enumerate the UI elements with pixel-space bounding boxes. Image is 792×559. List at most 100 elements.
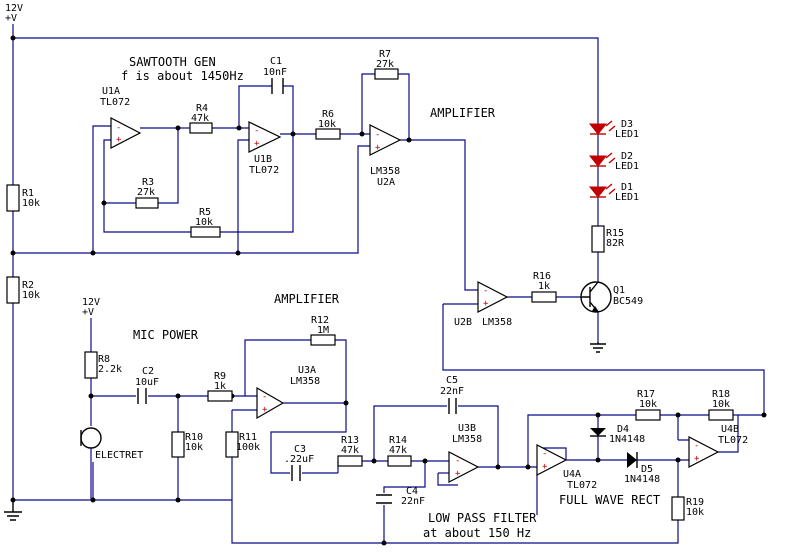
svg-text:+: + — [455, 469, 461, 479]
supply-voltage-label: 12V — [5, 3, 23, 14]
r10-ref: R10 — [185, 432, 203, 443]
resistor-r5: R5 10k — [190, 207, 221, 238]
c1-value: 10nF — [263, 67, 287, 78]
r1-value: 10k — [22, 198, 40, 209]
c2-value: 10uF — [135, 377, 159, 388]
supply-symbol-label: +V — [5, 13, 17, 24]
svg-text:+: + — [254, 139, 260, 149]
r11-ref: R11 — [239, 432, 257, 443]
u1a-ref: U1A — [102, 86, 120, 97]
mic-label: ELECTRET — [95, 450, 143, 461]
r6-ref: R6 — [322, 109, 334, 120]
resistor-r16: R16 1k — [531, 271, 557, 303]
r9-value: 1k — [214, 381, 226, 392]
note-filter-freq: at about 150 Hz — [423, 526, 531, 540]
u3a-part: LM358 — [290, 376, 320, 387]
r3-ref: R3 — [142, 177, 154, 188]
c4-ref: C4 — [406, 486, 418, 497]
opamp-u4b: -+ U4B TL072 — [688, 424, 748, 468]
r2-value: 10k — [22, 290, 40, 301]
r4-ref: R4 — [196, 103, 208, 114]
r18-value: 10k — [712, 399, 730, 410]
r16-value: 1k — [538, 281, 550, 292]
r15-ref: R15 — [606, 228, 624, 239]
u4b-ref: U4B — [721, 424, 739, 435]
supply-12v: 12V +V — [5, 3, 23, 24]
r6-value: 10k — [318, 119, 336, 130]
u3b-ref: U3B — [458, 423, 476, 434]
svg-text:+: + — [694, 454, 700, 464]
c3-value: .22uF — [284, 454, 314, 465]
resistor-r18: R18 10k — [708, 389, 734, 421]
resistor-r17: R17 10k — [635, 389, 661, 421]
opamp-u4a: -+ U4A TL072 — [536, 444, 597, 491]
svg-text:+: + — [483, 299, 489, 309]
r8-value: 2.2k — [98, 364, 122, 375]
resistor-r1: R1 10k — [6, 184, 40, 212]
note-amplifier-1: AMPLIFIER — [430, 106, 496, 120]
r16-ref: R16 — [533, 271, 551, 282]
resistor-r3: R3 27k — [135, 177, 159, 209]
r5-value: 10k — [195, 217, 213, 228]
u2b-part: LM358 — [482, 317, 512, 328]
c4-value: 22nF — [401, 496, 425, 507]
resistor-r19: R19 10k — [671, 496, 704, 521]
resistor-r13: R13 47k — [337, 435, 363, 467]
u3b-part: LM358 — [452, 434, 482, 445]
r7-value: 27k — [376, 59, 394, 70]
c5-ref: C5 — [446, 375, 458, 386]
q1-ref: Q1 — [613, 285, 625, 296]
svg-text:-: - — [455, 456, 460, 466]
led-d2: D2 LED1 — [588, 151, 639, 172]
diode-d5: D5 1N4148 — [624, 452, 660, 485]
c5-value: 22nF — [440, 386, 464, 397]
c1-ref: C1 — [270, 56, 282, 67]
note-frequency: f is about 1450Hz — [121, 69, 244, 83]
opamp-u3a: -+ U3A LM358 — [256, 365, 320, 420]
resistor-r15: R15 82R — [591, 225, 625, 253]
d4-ref: D4 — [617, 424, 629, 435]
annotations: SAWTOOTH GEN f is about 1450Hz AMPLIFIER… — [121, 55, 660, 540]
ground-symbol-q1 — [590, 342, 606, 353]
u4b-part: TL072 — [718, 435, 748, 446]
resistor-r11: R11 100k — [225, 431, 260, 458]
mic-supply-symbol-label: +V — [82, 307, 94, 318]
junctions — [10, 35, 767, 546]
r8-ref: R8 — [98, 354, 110, 365]
r17-ref: R17 — [637, 389, 655, 400]
u1a-part: TL072 — [100, 97, 130, 108]
r18-ref: R18 — [712, 389, 730, 400]
resistor-r7: R7 27k — [374, 49, 399, 80]
led-d1: D1 LED1 — [588, 182, 639, 203]
svg-text:+: + — [116, 135, 122, 145]
q1-value: BC549 — [613, 296, 643, 307]
d2-value: LED1 — [615, 161, 639, 172]
opamp-u1b: -+ U1B TL072 — [248, 121, 282, 176]
resistor-r8: R8 2.2k — [84, 351, 122, 379]
r19-value: 10k — [686, 507, 704, 518]
r11-value: 100k — [236, 442, 260, 453]
resistor-r4: R4 47k — [189, 103, 213, 134]
r7-ref: R7 — [379, 49, 391, 60]
c3-ref: C3 — [294, 444, 306, 455]
r12-ref: R12 — [311, 315, 329, 326]
note-sawtooth-gen: SAWTOOTH GEN — [129, 55, 216, 69]
svg-text:-: - — [483, 286, 488, 296]
opamp-u2a: -+ LM358 U2A — [369, 124, 402, 188]
wires — [12, 24, 765, 544]
capacitor-c1: C1 10nF — [263, 56, 287, 94]
note-full-wave-rect: FULL WAVE RECT — [559, 493, 660, 507]
u2a-part: LM358 — [370, 166, 400, 177]
electret-microphone: ELECTRET — [80, 427, 143, 500]
d2-ref: D2 — [621, 151, 633, 162]
r12-value: 1M — [317, 325, 329, 336]
r4-value: 47k — [191, 113, 209, 124]
mic-supply-12v: 12V +V — [82, 297, 100, 318]
opamp-u1a: - + U1A TL072 — [100, 86, 142, 149]
r19-ref: R19 — [686, 497, 704, 508]
r9-ref: R9 — [214, 371, 226, 382]
svg-text:-: - — [116, 123, 121, 133]
d4-value: 1N4148 — [609, 434, 645, 445]
r14-value: 47k — [389, 445, 407, 456]
